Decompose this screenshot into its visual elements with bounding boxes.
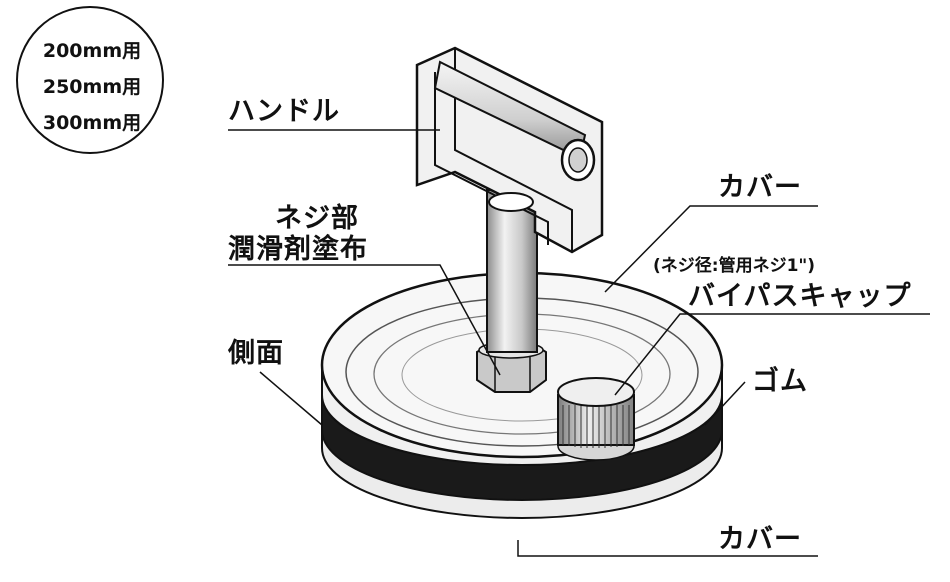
label-side: 側面 xyxy=(228,338,284,369)
label-screw: ネジ部 xyxy=(275,203,359,234)
label-thread-note: (ネジ径:管用ネジ1") xyxy=(653,256,816,276)
size-300: 300mm用 xyxy=(42,112,142,134)
label-rubber: ゴム xyxy=(752,366,808,397)
label-cover-bottom: カバー xyxy=(718,524,802,555)
shaft-hole xyxy=(488,192,534,212)
leader-lines xyxy=(228,129,930,557)
size-250: 250mm用 xyxy=(42,76,142,98)
label-lubricant: 潤滑剤塗布 xyxy=(228,234,368,265)
threaded-shaft xyxy=(486,189,538,353)
label-cover-top: カバー xyxy=(718,172,802,203)
size-badge: 200mm用 250mm用 300mm用 xyxy=(16,6,164,154)
size-200: 200mm用 xyxy=(42,40,142,62)
label-handle: ハンドル xyxy=(228,96,340,127)
bypass-cap-top xyxy=(557,377,635,407)
label-bypass-cap: バイパスキャップ xyxy=(688,281,912,312)
